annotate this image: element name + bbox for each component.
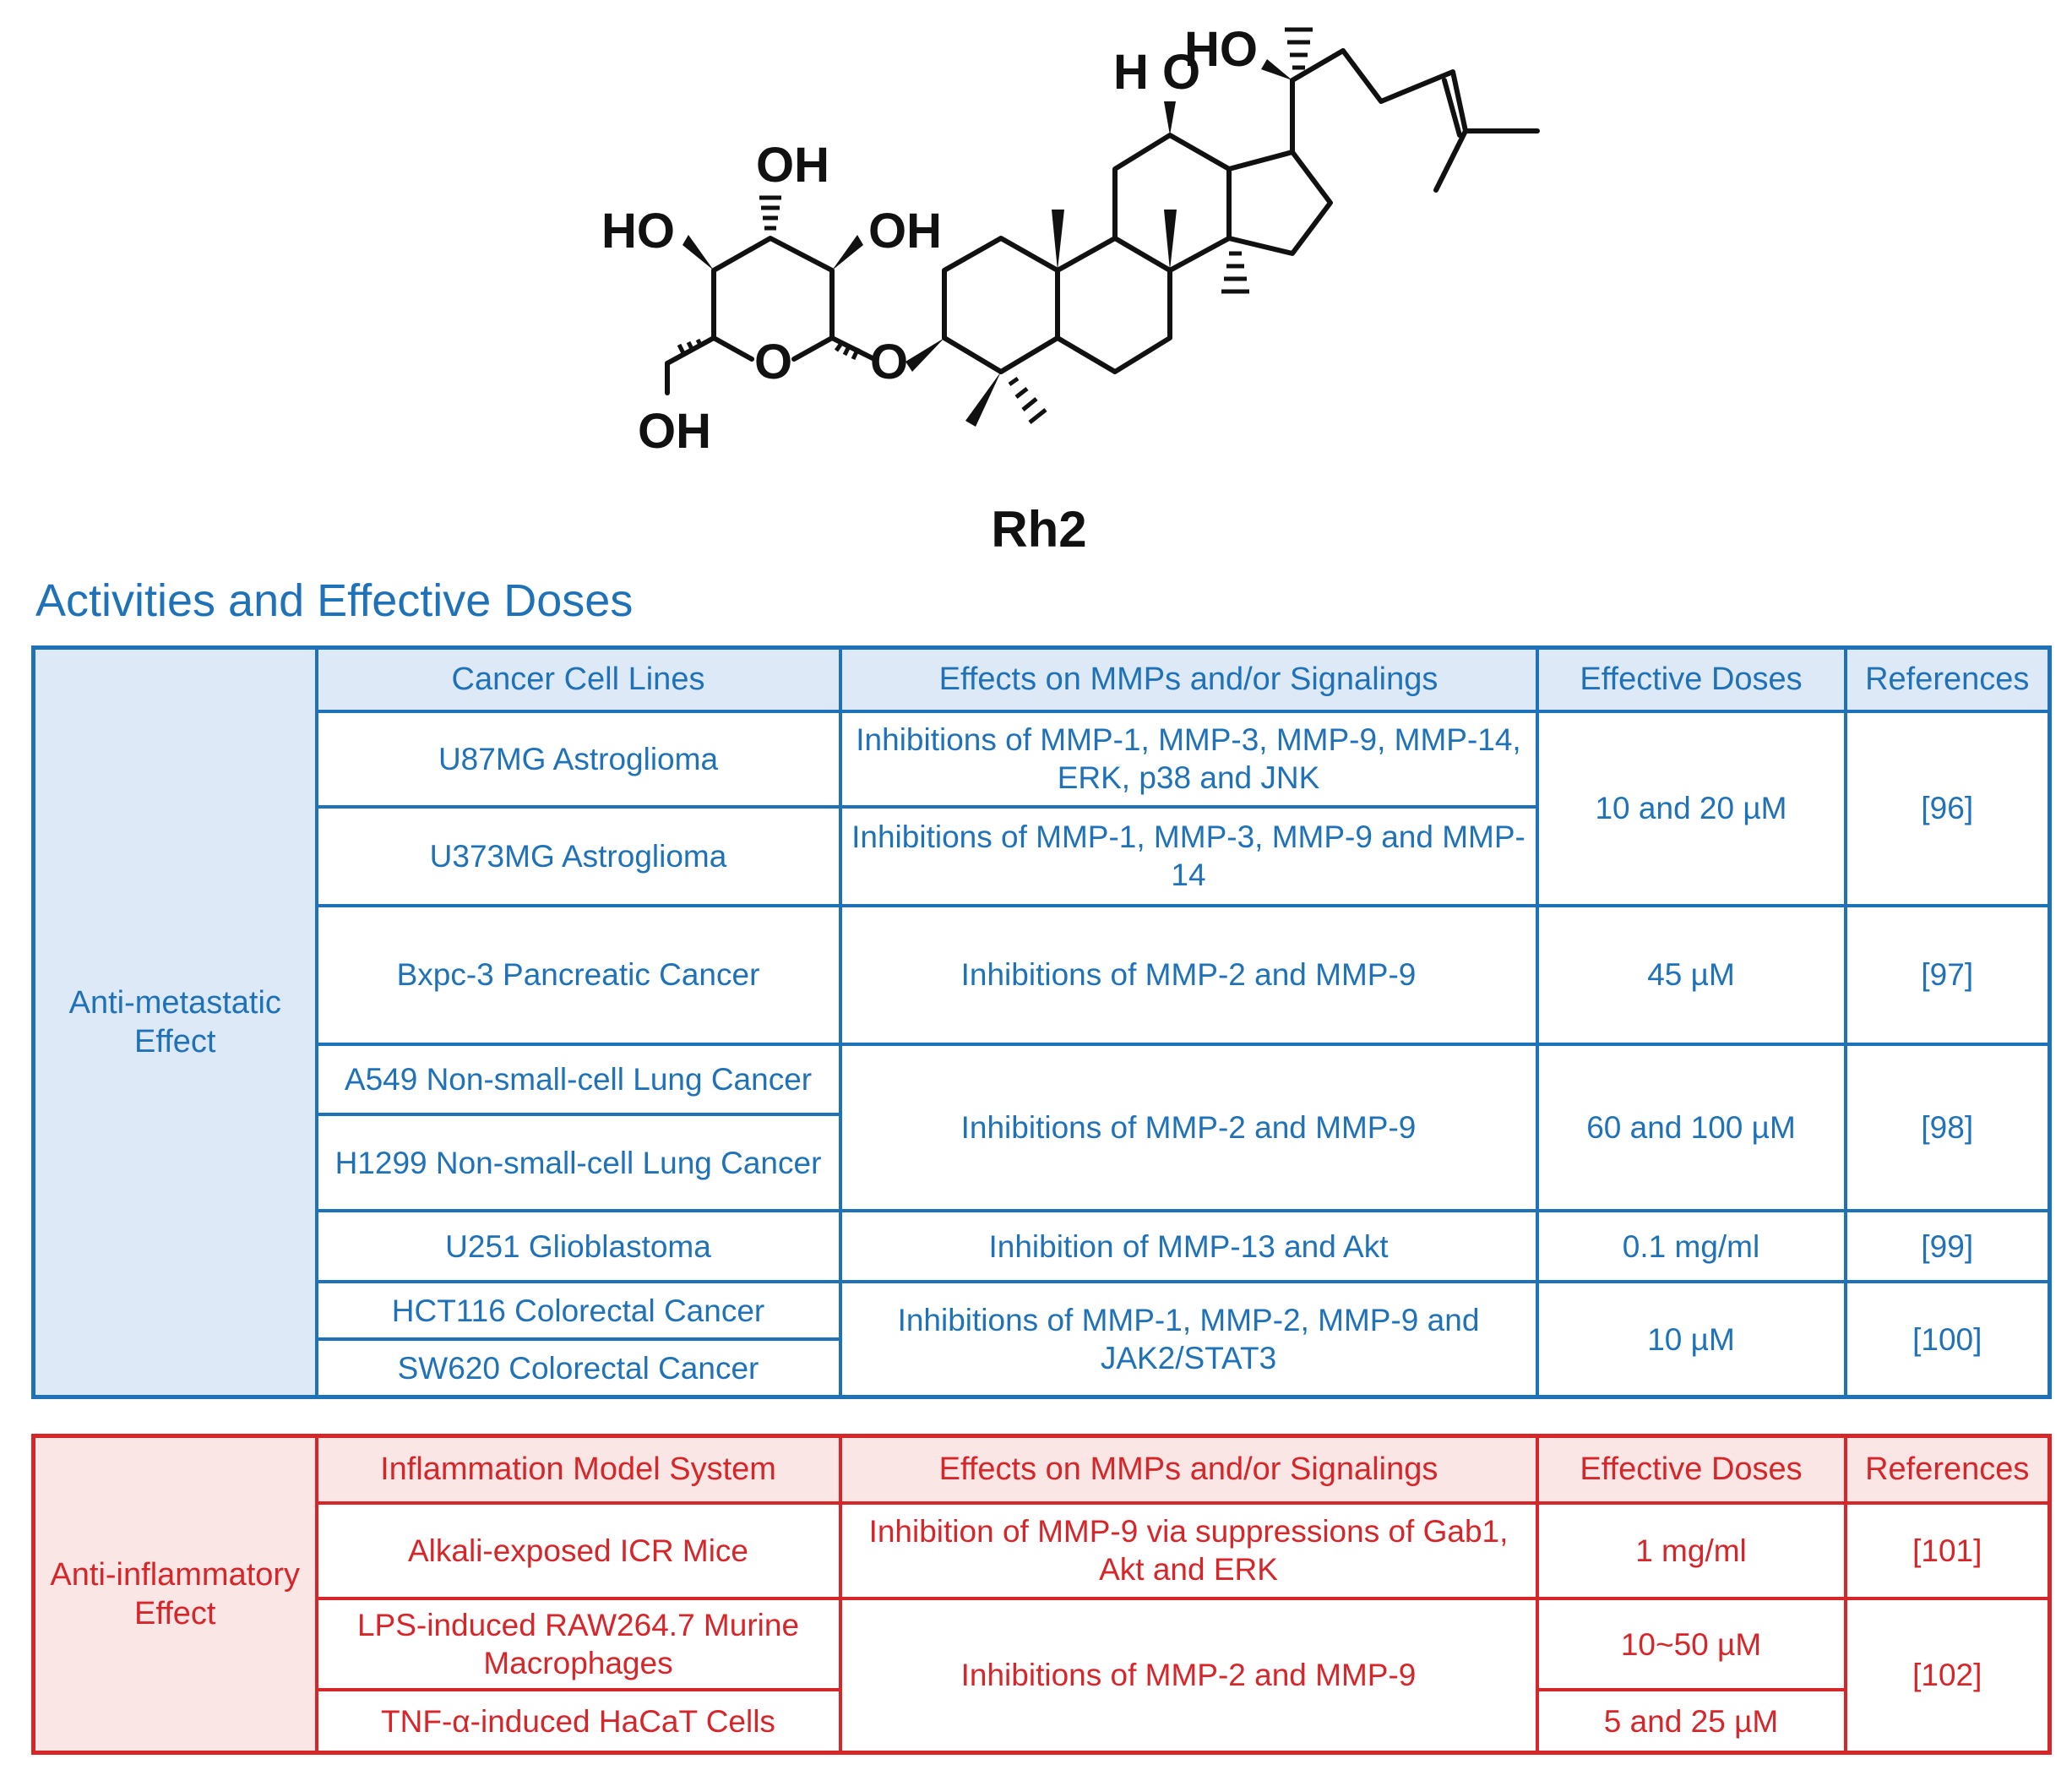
dose: 60 and 100 µM	[1535, 1042, 1847, 1213]
effect: Inhibitions of MMP-2 and MMP-9	[838, 1042, 1539, 1213]
cell-line: SW620 Colorectal Cancer	[314, 1337, 842, 1399]
rh2-chemical-structure: H O HO OH HO OH O O OH	[601, 22, 1540, 459]
effect: Inhibitions of MMP-2 and MMP-9	[838, 1597, 1539, 1755]
effect: Inhibitions of MMP-1, MMP-3, MMP-9 and M…	[838, 804, 1539, 907]
model-system: LPS-induced RAW264.7 Murine Macrophages	[314, 1597, 842, 1692]
model-system: Alkali-exposed ICR Mice	[314, 1500, 842, 1601]
anti-metastatic-label: Anti-metastatic Effect	[31, 645, 318, 1399]
header-effective-doses: Effective Doses	[1535, 1434, 1847, 1505]
dose: 10~50 µM	[1535, 1597, 1847, 1692]
atom-label-ho-a: H O	[1113, 45, 1200, 100]
section-title: Activities and Effective Doses	[35, 575, 634, 626]
dose: 10 and 20 µM	[1535, 709, 1847, 907]
dose: 0.1 mg/ml	[1535, 1209, 1847, 1284]
effect: Inhibitions of MMP-1, MMP-2, MMP-9 and J…	[838, 1280, 1539, 1399]
anti-inflammatory-table: Anti-inflammatory Effect Inflammation Mo…	[31, 1434, 2052, 1755]
cell-line: U251 Glioblastoma	[314, 1209, 842, 1284]
reference: [98]	[1843, 1042, 2052, 1213]
anti-metastatic-table: Anti-metastatic Effect Cancer Cell Lines…	[31, 645, 2052, 1399]
anti-inflammatory-label: Anti-inflammatory Effect	[31, 1434, 318, 1755]
header-effects: Effects on MMPs and/or Signalings	[838, 645, 1539, 713]
compound-name: Rh2	[991, 501, 1087, 558]
cell-line: HCT116 Colorectal Cancer	[314, 1280, 842, 1342]
atom-label-glyco-o: O	[870, 335, 908, 389]
reference: [97]	[1843, 903, 2052, 1047]
atom-label-oh-bottom: OH	[638, 404, 711, 459]
cell-line: A549 Non-small-cell Lung Cancer	[314, 1042, 842, 1117]
reference: [96]	[1843, 709, 2052, 907]
cell-line: H1299 Non-small-cell Lung Cancer	[314, 1113, 842, 1213]
header-inflammation-model: Inflammation Model System	[314, 1434, 842, 1505]
reference: [100]	[1843, 1280, 2052, 1399]
header-cancer-cell-lines: Cancer Cell Lines	[314, 645, 842, 713]
effect: Inhibition of MMP-9 via suppressions of …	[838, 1500, 1539, 1601]
atom-label-oh-right: OH	[868, 204, 942, 259]
header-references: References	[1843, 1434, 2052, 1505]
cell-line: U87MG Astroglioma	[314, 709, 842, 809]
atom-label-ring-o: O	[754, 335, 792, 389]
effect: Inhibition of MMP-13 and Akt	[838, 1209, 1539, 1284]
reference: [102]	[1843, 1597, 2052, 1755]
reference: [99]	[1843, 1209, 2052, 1284]
cell-line: U373MG Astroglioma	[314, 804, 842, 907]
atom-label-oh-top: OH	[756, 138, 829, 193]
dose: 45 µM	[1535, 903, 1847, 1047]
reference: [101]	[1843, 1500, 2052, 1601]
header-effective-doses: Effective Doses	[1535, 645, 1847, 713]
header-references: References	[1843, 645, 2052, 713]
header-effects: Effects on MMPs and/or Signalings	[838, 1434, 1539, 1505]
dose: 1 mg/ml	[1535, 1500, 1847, 1601]
atom-label-ho-b: HO	[1184, 22, 1258, 77]
cell-line: Bxpc-3 Pancreatic Cancer	[314, 903, 842, 1047]
dose: 5 and 25 µM	[1535, 1688, 1847, 1755]
effect: Inhibitions of MMP-1, MMP-3, MMP-9, MMP-…	[838, 709, 1539, 809]
dose: 10 µM	[1535, 1280, 1847, 1399]
atom-label-ho-left: HO	[601, 204, 675, 259]
effect: Inhibitions of MMP-2 and MMP-9	[838, 903, 1539, 1047]
model-system: TNF-α-induced HaCaT Cells	[314, 1688, 842, 1755]
